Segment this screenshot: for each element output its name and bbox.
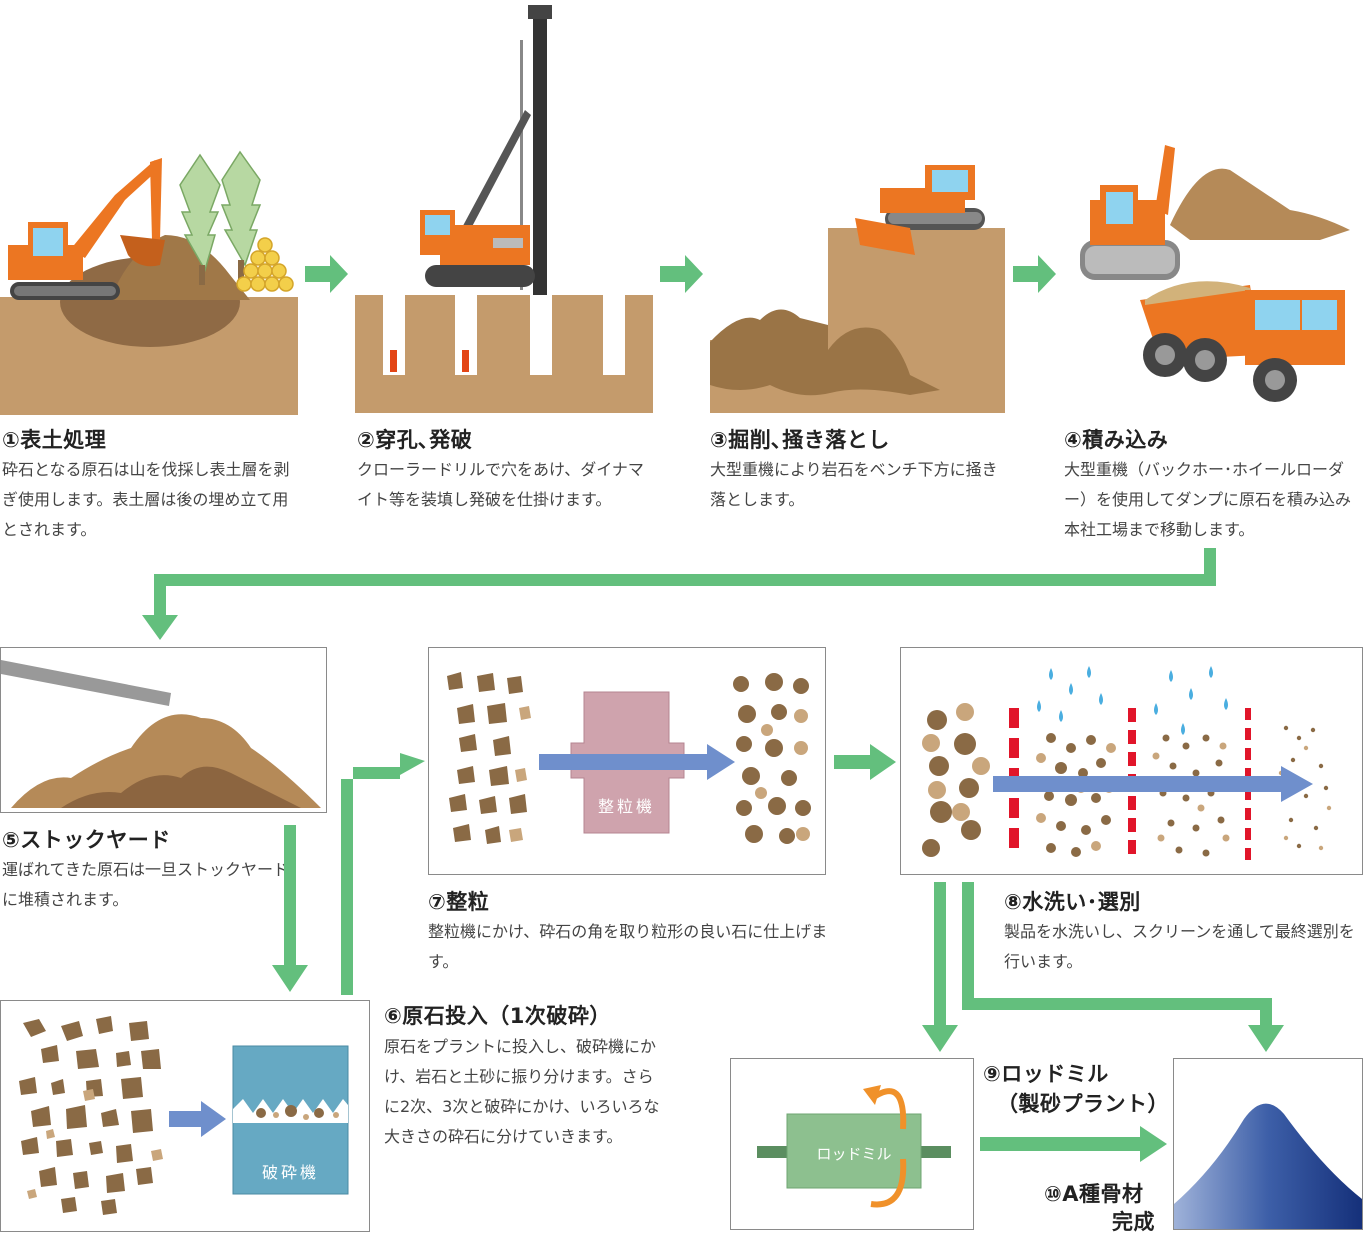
step-2-desc: クローラードリルで穴をあけ、ダイナマイト等を装填し発破を仕掛けます。 — [357, 460, 644, 509]
rodmill-box: ロッドミル — [730, 1058, 974, 1230]
scene-loading — [1070, 140, 1365, 410]
shaper-box: 整粒機 — [428, 647, 826, 875]
step-6-title: ⑥原石投入（1次破砕） — [384, 1004, 611, 1028]
step-10-title-line1: ⑩A種骨材 — [1044, 1182, 1144, 1206]
scene-drilling-blasting — [355, 0, 655, 415]
arrow-3-to-4 — [1013, 255, 1056, 293]
arrow-9-to-10 — [980, 1126, 1167, 1162]
arrow-6-to-7 — [341, 753, 425, 995]
step-7-title: ⑦整粒 — [428, 890, 490, 914]
step-1-desc: 砕石となる原石は山を伐採し表土層を剥ぎ使用します。表土層は後の埋め立て用とされま… — [2, 460, 290, 539]
product-box — [1173, 1058, 1363, 1230]
step-5-title: ⑤ストックヤード — [2, 828, 171, 852]
step-10-title-line2: 完成 — [1112, 1210, 1155, 1234]
step-4-desc: 大型重機（バックホー･ホイールローダー）を使用してダンプに原石を積み込み本社工場… — [1064, 460, 1352, 539]
crusher-label: 破砕機 — [261, 1163, 319, 1182]
washing-screening-box — [900, 647, 1363, 875]
shaper-label: 整粒機 — [597, 797, 655, 816]
rodmill-label: ロッドミル — [816, 1145, 892, 1163]
arrow-7-to-8 — [834, 744, 896, 780]
step-4-title: ④積み込み — [1064, 428, 1169, 452]
step-7-desc: 整粒機にかけ、砕石の角を取り粒形の良い石に仕上げます。 — [428, 922, 828, 971]
scene-topsoil-removal — [0, 140, 300, 415]
stockyard-box — [0, 647, 327, 813]
step-1-title: ①表土処理 — [2, 428, 107, 452]
scene-excavation — [710, 160, 1010, 415]
arrow-1-to-2 — [305, 255, 348, 293]
step-6-desc: 原石をプラントに投入し、破砕機にかけ、岩石と土砂に振り分けます。さらに2次、3次… — [384, 1037, 660, 1146]
step-8-desc: 製品を水洗いし、スクリーンを通して最終選別を行います。 — [1004, 922, 1355, 971]
arrow-4-to-5 — [142, 548, 1216, 640]
step-2-title: ②穿孔､発破 — [357, 428, 473, 452]
step-3-title: ③掘削､掻き落とし — [710, 428, 890, 452]
arrow-8-to-9 — [922, 882, 958, 1052]
step-9-title-line1: ⑨ロッドミル — [983, 1062, 1109, 1086]
arrow-2-to-3 — [660, 255, 703, 293]
crusher-box: 破砕機 — [0, 1000, 370, 1232]
step-5-desc: 運ばれてきた原石は一旦ストックヤードに堆積されます。 — [2, 860, 290, 909]
step-9-title-line2: （製砂プラント） — [997, 1092, 1169, 1116]
step-3-desc: 大型重機により岩石をベンチ下方に掻き落とします。 — [710, 460, 998, 509]
step-8-title: ⑧水洗い･選別 — [1004, 890, 1141, 914]
